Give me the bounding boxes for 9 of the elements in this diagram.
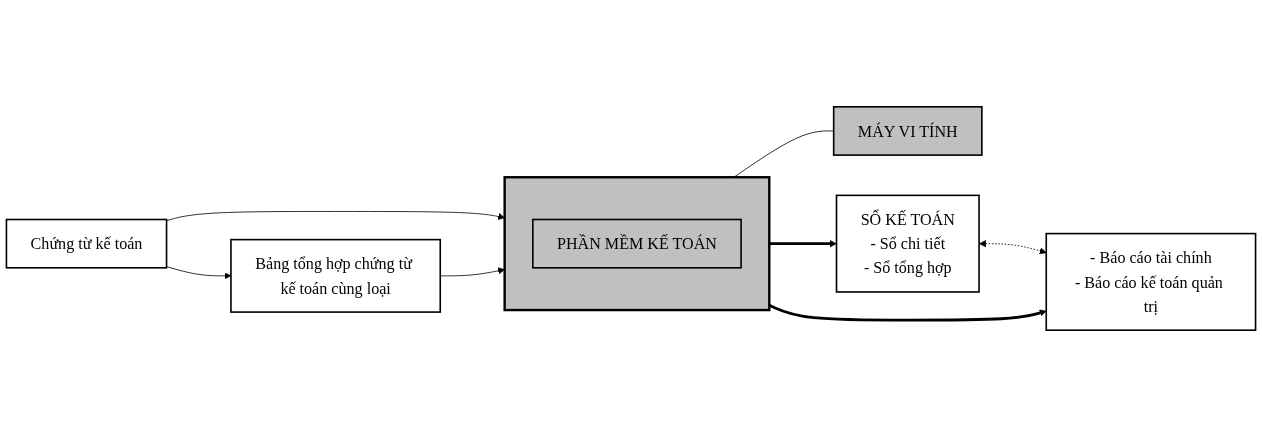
node-box: Chứng từ kế toán <box>5 218 168 269</box>
node-box: PHẦN MỀM KẾ TOÁN <box>532 218 742 269</box>
node-box: SỔ KẾ TOÁN - Sổ chi tiết - Sổ tổng hợp <box>835 194 980 293</box>
cluster <box>503 176 771 312</box>
arrow <box>769 240 837 248</box>
arrow <box>768 303 1047 322</box>
node-box: - Báo cáo tài chính - Báo cáo kế toán quản trị <box>1045 232 1257 331</box>
node-box: Bảng tổng hợp chứng từ kế toán cùng loại <box>230 238 442 313</box>
node-box: MÁY VI TÍNH <box>832 106 983 156</box>
